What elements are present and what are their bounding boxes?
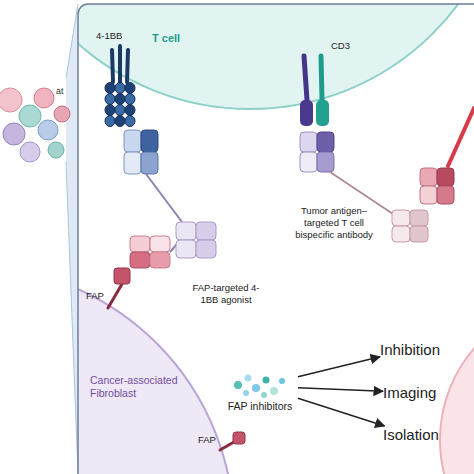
receptor-domain [125,83,135,94]
antibody-domain [124,130,141,152]
zoom-wedge [66,4,78,474]
antibody-domain [141,130,158,152]
cd3-tail [304,56,307,100]
antibody-hinge [146,174,182,222]
part-label: CD3 [331,40,350,51]
fap-protein [220,442,234,450]
receptor-domain [115,105,125,116]
fap-protein [108,284,122,308]
part-label: at [56,86,64,96]
antibody-domain [300,132,317,152]
receptor-domain [115,116,125,127]
antibody-domain [420,186,437,204]
node-text: Cancer-associated Fibroblast [90,374,195,400]
fibroblast-blob [3,123,25,145]
part-label: FAP [86,290,104,301]
receptor-domain [115,94,125,105]
antibody-domain [150,252,170,268]
inhibitor-molecule [279,378,285,384]
antibody-domain [420,168,437,186]
tumor-cell [440,300,474,474]
antibody-domain [437,186,454,204]
receptor-domain [125,94,135,105]
node-text: Imaging [383,384,436,401]
zoom-line [66,4,78,78]
application-text: Imaging [383,384,436,401]
part-label: FAP-targeted 4-1BB agonist [190,282,262,306]
receptor-domain [115,83,125,94]
receptor-domain [105,105,115,116]
antibody-domain [317,152,334,172]
arrow-connector [298,357,380,377]
t-cell-blob [19,105,41,127]
receptor-tail [118,46,122,82]
panel-frame [78,4,474,474]
inhibitor-molecule [243,390,249,396]
antibody-domain [141,152,158,174]
antibody-domain [124,152,141,174]
tumor-cell-blob [34,88,54,108]
cd3-domain [300,100,313,126]
antibody-fc [410,210,428,226]
receptor-domain [125,116,135,127]
inhibitor-molecule [234,381,242,389]
inhibitor-molecule [261,392,267,398]
fap-protein [114,268,130,284]
arrow-connector [298,398,385,426]
inhibitor-molecules [222,372,298,400]
antibody-fc [196,222,216,240]
receptor-domain [105,94,115,105]
fibroblast-blob [20,142,40,162]
antibody-domain [130,236,150,252]
part-label: 4-1BB [96,30,122,41]
antibody-domain [130,252,150,268]
tumor-antigen [448,108,474,166]
antibody-domain [437,168,454,186]
antibody-fc [392,210,410,226]
part-label: Tumor antigen–targeted T cell bispecific… [286,205,382,241]
cd3-domain [316,100,329,126]
antibody-fc [410,226,428,242]
inhibitor-molecule [245,375,252,382]
antibody-domain [150,236,170,252]
node-text: Inhibition [380,341,440,358]
receptor-domain [105,83,115,94]
inhibitor-molecule [263,377,270,384]
antibody-domain [317,132,334,152]
antibody-domain [300,152,317,172]
cd3-tail [321,56,322,100]
receptor-tail [127,50,128,82]
antibody-fc [176,222,196,240]
application-text: Isolation [383,426,439,443]
tumor-cell-blob [54,106,70,122]
inhibitor-molecule [252,384,260,392]
antibody-fc [196,240,216,258]
node-text: Isolation [383,426,439,443]
node-text: FAP inhibitors [222,400,298,412]
part-label: FAP [198,434,216,445]
application-text: Inhibition [380,341,440,358]
inhibitor-molecule [270,387,278,395]
tumor-cell-blob [0,88,22,112]
antibody-fc [176,240,196,258]
immune-cell-blob [38,120,58,140]
arrow-connector [298,388,383,392]
receptor-domain [125,105,135,116]
inhibitor-group: FAP inhibitors [222,372,298,412]
t-cell-blob [48,142,64,158]
zoom-line [66,162,78,474]
fap-protein [233,432,245,444]
node-text: T cell [152,32,180,44]
receptor-domain [105,116,115,127]
receptor-tail [112,50,113,82]
antibody-fc [392,226,410,242]
